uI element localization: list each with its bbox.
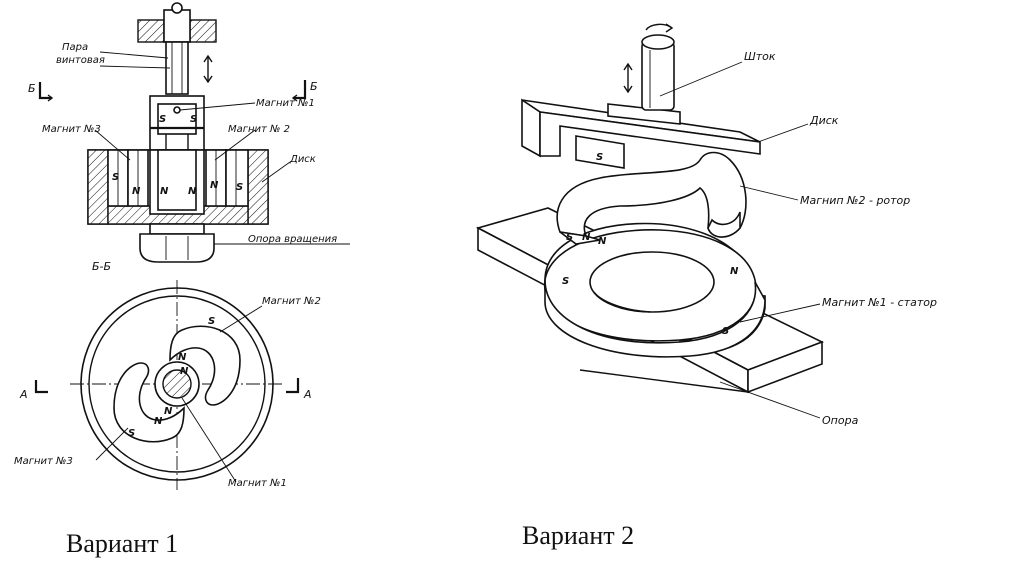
svg-text:S: S — [159, 114, 166, 125]
screw-nut-left — [137, 19, 165, 43]
label-magnet-3-bottom: Магнит №3 — [14, 456, 73, 467]
axis-mark-left: А — [19, 380, 48, 401]
svg-text:S: S — [190, 114, 197, 125]
bearing-top — [149, 223, 205, 235]
magnet-2-arc — [169, 325, 241, 406]
svg-text:N: N — [178, 352, 187, 363]
svg-text:N: N — [132, 186, 141, 197]
label-magnet-1-top: Магнит №1 — [256, 98, 315, 109]
vertical-motion-arrow-icon — [203, 54, 213, 84]
svg-text:N: N — [210, 180, 219, 191]
rotation-support — [139, 233, 215, 263]
variant1-section-view: Б Б S S S N N N — [28, 2, 350, 273]
rotor-magnet — [556, 151, 747, 238]
svg-text:Б: Б — [28, 82, 36, 95]
svg-text:N: N — [154, 416, 163, 427]
svg-text:S: S — [566, 232, 573, 243]
svg-text:S: S — [562, 276, 569, 287]
svg-text:S: S — [112, 172, 119, 183]
screw-top — [171, 2, 183, 14]
label-magnet-2-top: Магнит № 2 — [228, 124, 290, 135]
screw-head — [163, 9, 191, 43]
variant1-plan-view: S N N N N S А А Магнит №2 Магнит №3 Магн… — [14, 280, 321, 490]
label-section-view: Б-Б — [92, 260, 111, 273]
axis-mark-right: А — [286, 378, 312, 401]
rod-vertical-arrow-icon — [623, 62, 633, 94]
svg-text:S: S — [596, 152, 603, 163]
svg-text:S: S — [236, 182, 243, 193]
label-screw-pair-line2: винтовая — [56, 55, 105, 66]
svg-text:N: N — [582, 232, 591, 243]
variant2-isometric-view: S S N N N S S Шток Диск Магнип №2 - рото… — [475, 23, 937, 427]
label-stator: Магнит №1 - статор — [822, 296, 937, 309]
svg-text:S: S — [208, 316, 215, 327]
magnet-3-arc — [113, 362, 185, 443]
svg-text:S: S — [128, 428, 135, 439]
screw-nut-right — [189, 19, 217, 43]
label-magnet-2-bottom: Магнит №2 — [262, 296, 321, 307]
stator-ring-hole — [589, 251, 715, 313]
caption-variant-1: Вариант 1 — [66, 529, 178, 558]
label-support: Опора — [822, 414, 859, 427]
section-mark-left: Б — [28, 82, 54, 102]
svg-text:А: А — [303, 388, 312, 401]
label-disk-v2: Диск — [809, 114, 839, 127]
caption-variant-2: Вариант 2 — [522, 521, 634, 550]
label-rod: Шток — [744, 50, 776, 63]
svg-text:N: N — [164, 406, 173, 417]
label-screw-pair-line1: Пара — [62, 42, 88, 53]
label-magnet-1-bottom: Магнит №1 — [228, 478, 287, 489]
svg-text:N: N — [598, 236, 607, 247]
svg-text:Б: Б — [310, 80, 318, 93]
svg-text:N: N — [160, 186, 169, 197]
label-rotor: Магнип №2 - ротор — [800, 194, 910, 207]
label-rotation-support: Опора вращения — [248, 234, 337, 245]
section-mark-right: Б — [291, 80, 318, 102]
rod — [641, 41, 675, 111]
svg-text:А: А — [19, 388, 28, 401]
svg-text:S: S — [722, 326, 729, 337]
svg-text:N: N — [188, 186, 197, 197]
svg-text:N: N — [180, 366, 189, 377]
magnet-2-slot-right — [225, 149, 249, 207]
disk-magnet-block — [575, 135, 625, 169]
label-magnet-3-top: Магнит №3 — [42, 124, 101, 135]
label-disk-v1: Диск — [289, 154, 316, 165]
svg-text:N: N — [730, 266, 739, 277]
